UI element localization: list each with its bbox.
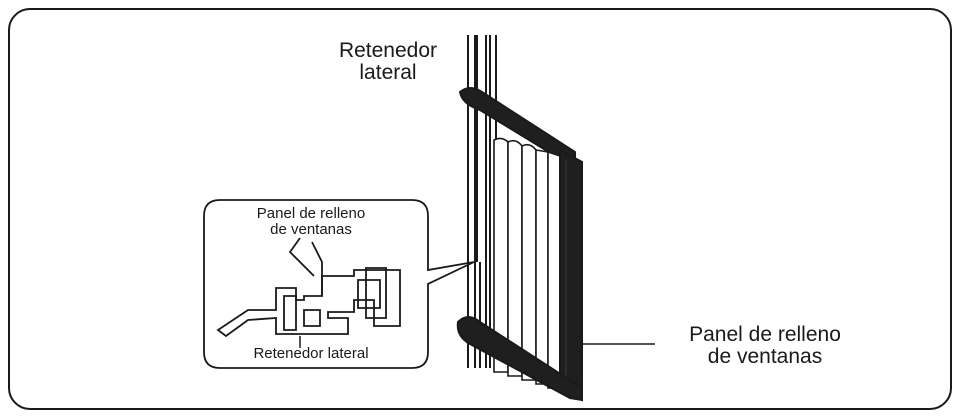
inset-filler-panel-label: Panel de relleno de ventanas [256,205,366,238]
inset-side-retainer-label: Retenedor lateral [253,345,369,362]
inset-bubble [203,199,475,369]
inset-cross-section [216,237,401,338]
side-retainer-label: Retenedor lateral [338,39,438,85]
filler-panel-edge [559,148,583,402]
filler-panel-label: Panel de relleno de ventanas [689,323,841,369]
filler-panel-pleats [493,137,561,389]
bottom-bracket [456,316,583,402]
